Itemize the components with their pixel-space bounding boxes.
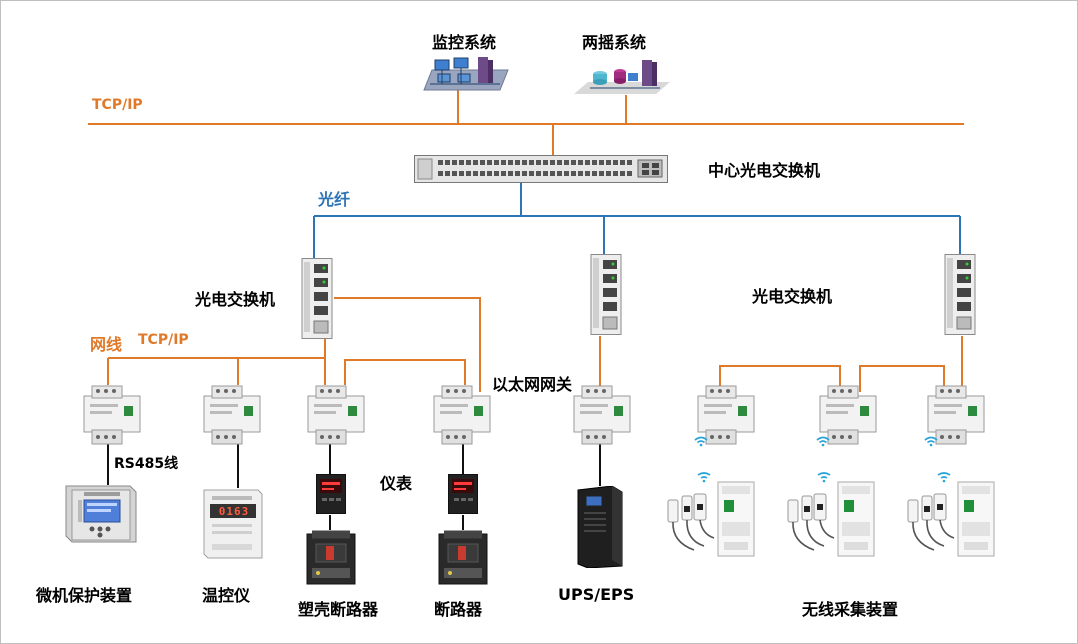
- gateway-module-1: [80, 384, 144, 450]
- right-cable-chain: [719, 365, 945, 392]
- gateway-module-4: [430, 384, 494, 450]
- dual-remote-system-graphic: [570, 56, 672, 100]
- wireless-sensor-group-2: [784, 472, 878, 562]
- network-cable-label: 网线: [90, 335, 123, 354]
- left-switch-side-line: [334, 297, 481, 392]
- tcp-ip-lower-label: TCP/IP: [138, 332, 189, 348]
- microcomputer-protection-device: [64, 484, 138, 550]
- fiber-label: 光纤: [318, 190, 351, 209]
- meter-1-device: [316, 474, 346, 518]
- optical-switch-right-graphic: [943, 254, 977, 340]
- temperature-controller-device: [202, 488, 264, 564]
- optical-switch-right-label: 光电交换机: [752, 287, 833, 306]
- core-switch-graphic: [414, 155, 668, 187]
- gateway-module-2: [200, 384, 264, 450]
- wireless-sensor-group-1: [664, 472, 758, 562]
- optical-switch-left-label: 光电交换机: [195, 290, 276, 309]
- left-cable-link-3b: [344, 359, 466, 385]
- wireless-collector-label: 无线采集装置: [802, 600, 899, 619]
- gateway-module-3: [304, 384, 368, 450]
- gateway-module-ups: [570, 384, 634, 450]
- wifi-icon: [924, 432, 938, 451]
- temperature-display-readout: 0163: [218, 505, 250, 518]
- monitoring-system-label: 监控系统: [432, 33, 497, 52]
- wireless-sensor-group-3: [904, 472, 998, 562]
- molded-case-breaker-device: [306, 530, 356, 590]
- optical-switch-middle-graphic: [589, 254, 623, 340]
- wifi-icon: [694, 432, 708, 451]
- temperature-controller-label: 温控仪: [202, 586, 251, 605]
- microcomputer-protection-label: 微机保护装置: [36, 586, 133, 605]
- meter-label: 仪表: [380, 474, 413, 493]
- ups-cabinet-device: [576, 485, 624, 572]
- tcp-ip-top-label: TCP/IP: [92, 97, 143, 113]
- monitoring-system-graphic: [410, 54, 510, 98]
- molded-case-breaker-label: 塑壳断路器: [298, 600, 379, 619]
- core-switch-label: 中心光电交换机: [708, 161, 821, 180]
- gateway-module-wireless-1: [694, 384, 758, 450]
- ups-eps-label: UPS/EPS: [558, 585, 635, 604]
- wifi-icon: [816, 432, 830, 451]
- optical-switch-left-graphic: [300, 258, 334, 344]
- ethernet-gateway-label: 以太网网关: [492, 375, 573, 394]
- rs485-line-label: RS485线: [114, 456, 179, 472]
- gateway-module-wireless-2: [816, 384, 880, 450]
- circuit-breaker-device: [438, 530, 488, 590]
- circuit-breaker-label: 断路器: [434, 600, 483, 619]
- dual-remote-system-label: 两摇系统: [582, 33, 647, 52]
- meter-2-device: [448, 474, 478, 518]
- gateway-module-wireless-3: [924, 384, 988, 450]
